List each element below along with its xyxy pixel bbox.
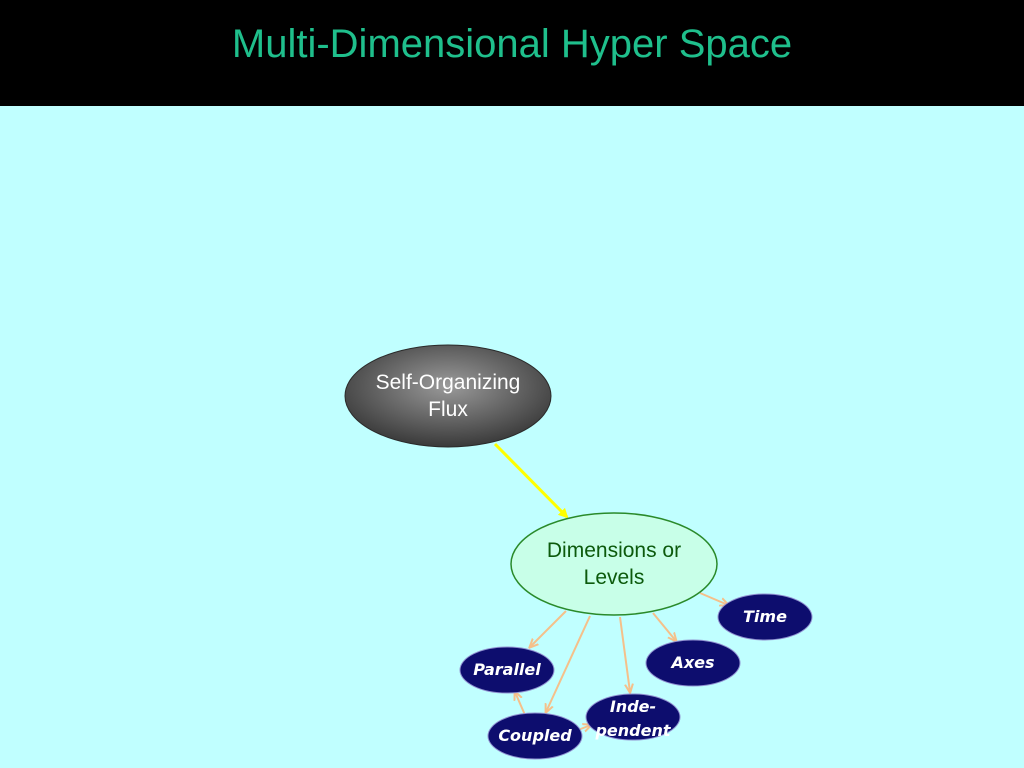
flux-label-line2: Flux — [428, 398, 468, 421]
dimensions-label-line1: Dimensions or — [547, 539, 681, 562]
flux-to-dimensions-arrow — [493, 442, 569, 519]
dimensions-to-parallel-arrow — [530, 610, 567, 647]
dimensions-to-axes-arrow — [652, 612, 676, 641]
flux-label-line1: Self-Organizing — [376, 371, 521, 394]
coupled-node[interactable]: Coupled — [487, 712, 583, 760]
parallel-label: Parallel — [473, 660, 541, 679]
dimensions-to-time-arrow — [699, 592, 728, 605]
independent-label-line2: pendent — [594, 721, 671, 740]
dimensions-label-line2: Levels — [584, 566, 645, 589]
concept-diagram: Self-Organizing Flux Dimensions or Level… — [344, 344, 813, 760]
independent-label-line1: Inde- — [610, 697, 656, 716]
dimensions-to-coupled-arrow — [546, 615, 591, 712]
title-bar — [0, 0, 1024, 106]
time-label: Time — [743, 607, 787, 626]
dimensions-node[interactable]: Dimensions or Levels — [510, 512, 718, 616]
coupled-to-parallel-arrow — [515, 692, 526, 716]
time-node[interactable]: Time — [717, 593, 813, 641]
independent-node[interactable]: Inde- pendent — [585, 693, 681, 741]
dimensions-to-independent-arrow — [619, 616, 630, 692]
parallel-node[interactable]: Parallel — [459, 646, 555, 694]
axes-node[interactable]: Axes — [645, 639, 741, 687]
coupled-label: Coupled — [498, 726, 572, 745]
axes-label: Axes — [669, 653, 714, 672]
flux-node[interactable]: Self-Organizing Flux — [344, 344, 552, 448]
slide-title: Multi-Dimensional Hyper Space — [231, 22, 793, 66]
